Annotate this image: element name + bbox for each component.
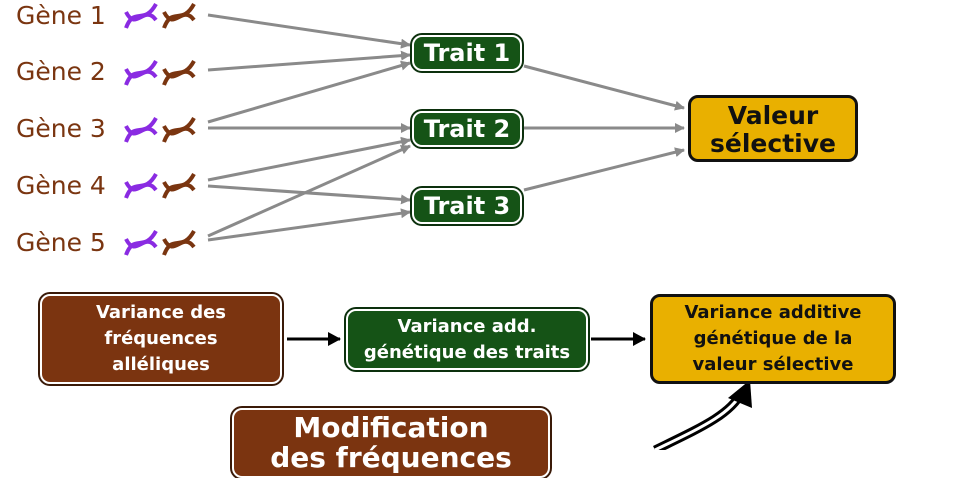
dna-brown-icon xyxy=(162,172,196,199)
trait-box-2: Trait 2 xyxy=(412,111,522,147)
dna-pair-icon-4 xyxy=(124,172,196,199)
dna-purple-icon xyxy=(124,59,158,86)
modification-line-2: des fréquences xyxy=(270,441,512,474)
arrow-gene3-trait1 xyxy=(207,60,411,124)
arrow-gene4-trait2 xyxy=(207,136,411,182)
trait-variance-line-2: génétique des traits xyxy=(363,342,571,363)
trait-label-2: Trait 2 xyxy=(423,115,511,143)
modification-line-1: Modification xyxy=(293,411,489,444)
gene-label-5: Gène 5 xyxy=(16,228,106,257)
allele-frequency-variance-box: Variance des fréquences alléliques xyxy=(40,294,282,384)
trait-genetic-variance-box: Variance add. génétique des traits xyxy=(346,309,588,370)
allele-variance-line-1: Variance des xyxy=(95,302,227,323)
arrow-gene5-trait3 xyxy=(207,208,411,242)
trait-box-3: Trait 3 xyxy=(412,188,522,224)
dna-brown-icon xyxy=(162,116,196,143)
arrow-trait1-fitness xyxy=(523,64,685,111)
trait-variance-line-1: Variance add. xyxy=(397,316,537,337)
fitness-line-1: Valeur xyxy=(727,101,819,130)
trait-label-1: Trait 1 xyxy=(423,39,511,67)
fitness-variance-line-1: Variance additive xyxy=(684,302,862,323)
arrow-trait3-fitness xyxy=(523,147,685,192)
connection-arrows xyxy=(207,13,752,450)
arrow-gene4-trait3 xyxy=(207,184,411,205)
gene-label-2: Gène 2 xyxy=(16,57,106,86)
dna-pair-icon-1 xyxy=(124,2,196,29)
dna-purple-icon xyxy=(124,116,158,143)
gene-label-3: Gène 3 xyxy=(16,114,106,143)
dna-pair-icon-3 xyxy=(124,116,196,143)
allele-variance-line-2: fréquences xyxy=(104,328,218,349)
frequency-modification-box: Modification des fréquences xyxy=(232,408,550,478)
gene-label-4: Gène 4 xyxy=(16,171,106,200)
fitness-line-2: sélective xyxy=(710,129,836,158)
allele-variance-line-3: alléliques xyxy=(112,354,210,375)
dna-purple-icon xyxy=(124,229,158,256)
fitness-variance-line-2: génétique de la xyxy=(693,328,853,349)
dna-pair-icon-5 xyxy=(124,229,196,256)
trait-box-1: Trait 1 xyxy=(412,35,522,71)
arrow-gene2-trait1 xyxy=(207,50,411,72)
dna-pair-icon-2 xyxy=(124,59,196,86)
gene-label-1: Gène 1 xyxy=(16,1,106,30)
arrow-gene5-trait2 xyxy=(207,144,411,238)
curved-feedback-arrowhead xyxy=(728,380,752,408)
trait-label-3: Trait 3 xyxy=(423,192,511,220)
fitness-box: Valeur sélective xyxy=(688,95,858,162)
fitness-additive-variance-box: Variance additive génétique de la valeur… xyxy=(650,294,896,384)
dna-purple-icon xyxy=(124,172,158,199)
dna-brown-icon xyxy=(162,59,196,86)
fitness-variance-line-3: valeur sélective xyxy=(692,354,854,375)
dna-brown-icon xyxy=(162,229,196,256)
dna-brown-icon xyxy=(162,2,196,29)
dna-purple-icon xyxy=(124,2,158,29)
curved-feedback-arrow-outline xyxy=(653,389,746,450)
arrow-gene1-trait1 xyxy=(207,13,411,49)
